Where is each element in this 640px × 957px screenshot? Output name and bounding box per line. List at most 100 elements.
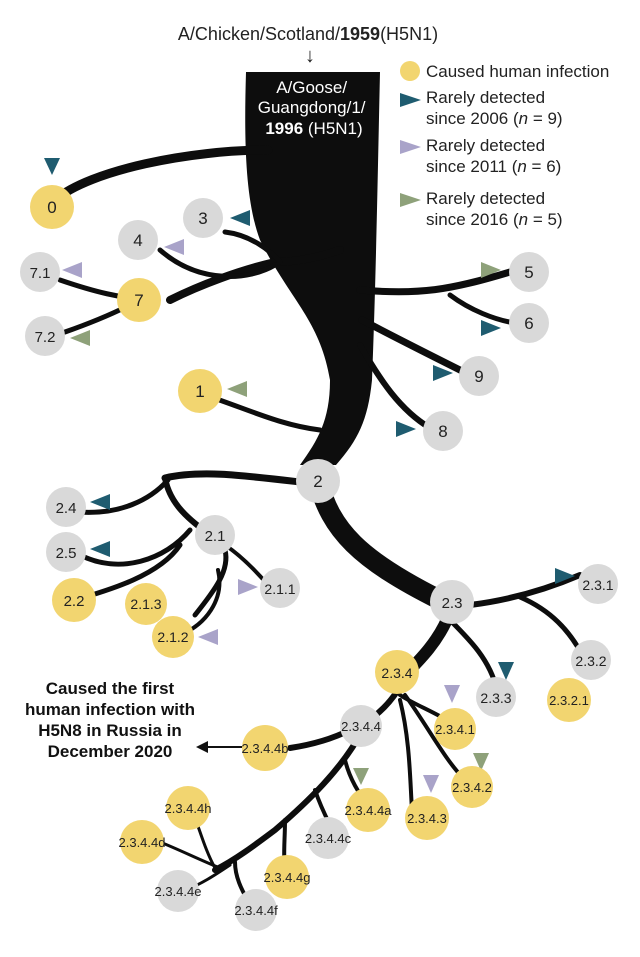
legend-2006-triangle — [400, 93, 421, 107]
clade-node-7-2: 7.2 — [25, 316, 65, 356]
clade-node-7: 7 — [117, 278, 161, 322]
ancestor-subtype: (H5N1) — [380, 24, 438, 44]
callout-line-2: human infection with — [25, 700, 195, 719]
clade-node-9: 9 — [459, 356, 499, 396]
branch-2-to-23 — [308, 470, 450, 610]
root-subtype: (H5N1) — [303, 119, 363, 138]
svg-text:6: 6 — [524, 314, 533, 333]
clade-node-2-3-4-4f: 2.3.4.4f — [234, 889, 278, 931]
clade-node-4: 4 — [118, 220, 158, 260]
svg-text:2.2: 2.2 — [64, 593, 85, 610]
marker-5 — [481, 262, 501, 278]
svg-text:1: 1 — [195, 382, 204, 401]
root-line3: 1996 (H5N1) — [265, 119, 362, 138]
legend-2011-label: Rarely detected since 2011 (n = 6) — [426, 136, 561, 176]
callout-line-4: December 2020 — [47, 742, 173, 761]
svg-text:2.3.4.4f: 2.3.4.4f — [234, 903, 278, 918]
branch-6 — [447, 292, 518, 326]
marker-3 — [230, 210, 250, 226]
clade-node-2-3-4-4a: 2.3.4.4a — [345, 788, 393, 832]
root-year: 1996 — [265, 119, 303, 138]
branch-3 — [222, 229, 283, 265]
clade-node-2-3-4-4g: 2.3.4.4g — [264, 855, 311, 899]
clade-node-2-3-2-1: 2.3.2.1 — [547, 678, 591, 722]
legend: Caused human infection Rarely detected s… — [400, 61, 609, 229]
clade-node-2-1: 2.1 — [195, 515, 235, 555]
root-strain-label: A/Goose/ Guangdong/1/ 1996 (H5N1) — [258, 78, 371, 138]
svg-text:2.3.4.3: 2.3.4.3 — [407, 811, 447, 826]
svg-text:2.3.4: 2.3.4 — [381, 665, 412, 681]
clade-node-2-3-2: 2.3.2 — [571, 640, 611, 680]
svg-text:7.1: 7.1 — [30, 265, 51, 282]
ancestor-name: A/Chicken/Scotland/ — [178, 24, 340, 44]
svg-text:2.3.4.4: 2.3.4.4 — [341, 719, 381, 734]
svg-text:2.3.4.4b: 2.3.4.4b — [242, 741, 289, 756]
svg-text:2.1.1: 2.1.1 — [264, 581, 295, 597]
root-trunk — [245, 72, 380, 465]
branch-23-right — [467, 572, 583, 608]
svg-text:2.3.4.4d: 2.3.4.4d — [119, 835, 166, 850]
clade-node-1: 1 — [178, 369, 222, 413]
ancestor-strain-label: A/Chicken/Scotland/1959(H5N1) — [178, 24, 438, 44]
clade-node-0: 0 — [30, 185, 74, 229]
clade-node-2-3-4-4e: 2.3.4.4e — [155, 870, 202, 912]
marker-24 — [90, 494, 110, 510]
clade-node-3: 3 — [183, 198, 223, 238]
svg-text:7: 7 — [134, 291, 143, 310]
marker-231 — [555, 568, 575, 584]
marker-71 — [62, 262, 82, 278]
clade-node-2-4: 2.4 — [46, 487, 86, 527]
clade-node-2-3: 2.3 — [430, 580, 474, 624]
svg-text:2.1.3: 2.1.3 — [130, 596, 161, 612]
marker-4 — [164, 239, 184, 255]
marker-211 — [238, 579, 258, 595]
h5n8-callout: Caused the first human infection with H5… — [10, 678, 210, 762]
legend-human-swatch — [400, 61, 420, 81]
marker-2342 — [473, 753, 489, 771]
marker-212 — [198, 629, 218, 645]
branch-211 — [223, 543, 270, 587]
marker-2343 — [423, 775, 439, 793]
svg-text:3: 3 — [198, 209, 207, 228]
svg-text:7.2: 7.2 — [35, 329, 56, 346]
clade-node-8: 8 — [423, 411, 463, 451]
svg-text:2.4: 2.4 — [56, 500, 77, 517]
clade-node-2-3-4-4c: 2.3.4.4c — [305, 817, 352, 859]
clade-node-6: 6 — [509, 303, 549, 343]
marker-25 — [90, 541, 110, 557]
svg-text:2.3.3: 2.3.3 — [480, 690, 511, 706]
clade-node-2-3-4-4: 2.3.4.4 — [340, 705, 382, 747]
legend-human-label: Caused human infection — [426, 62, 609, 81]
clade-node-2-3-4-4d: 2.3.4.4d — [119, 820, 166, 864]
branch-0 — [50, 145, 273, 205]
branch-2-left — [161, 470, 304, 486]
svg-text:2.3.4.4a: 2.3.4.4a — [345, 803, 393, 818]
legend-2006-label: Rarely detected since 2006 (n = 9) — [426, 88, 563, 128]
clade-node-2: 2 — [296, 459, 340, 503]
branch-5-6 — [356, 268, 514, 296]
branch-24 — [75, 477, 171, 515]
clade-node-2-3-4-1: 2.3.4.1 — [434, 708, 476, 750]
callout-line-3: H5N8 in Russia in — [38, 721, 182, 740]
branch-2343 — [398, 698, 414, 812]
clade-node-2-3-4-2: 2.3.4.2 — [451, 766, 493, 808]
svg-text:5: 5 — [524, 263, 533, 282]
marker-6 — [481, 320, 501, 336]
clade-node-2-2: 2.2 — [52, 578, 96, 622]
legend-2016-triangle — [400, 193, 421, 207]
branch-7-cluster — [166, 246, 344, 304]
clade-node-2-1-3: 2.1.3 — [125, 583, 167, 625]
branch-2344-main — [212, 732, 363, 873]
svg-text:2.3.4.4h: 2.3.4.4h — [165, 801, 212, 816]
svg-text:2.3.2.1: 2.3.2.1 — [549, 693, 589, 708]
svg-text:0: 0 — [47, 198, 56, 217]
marker-0 — [44, 158, 60, 175]
clade-node-2-3-4-4h: 2.3.4.4h — [165, 786, 212, 830]
markers — [44, 158, 575, 793]
svg-text:2.3: 2.3 — [442, 595, 463, 612]
marker-2344a — [353, 768, 369, 785]
svg-text:2.3.4.1: 2.3.4.1 — [435, 722, 475, 737]
clade-node-7-1: 7.1 — [20, 252, 60, 292]
svg-text:2.3.1: 2.3.1 — [582, 577, 613, 593]
svg-text:2.3.4.4e: 2.3.4.4e — [155, 884, 202, 899]
